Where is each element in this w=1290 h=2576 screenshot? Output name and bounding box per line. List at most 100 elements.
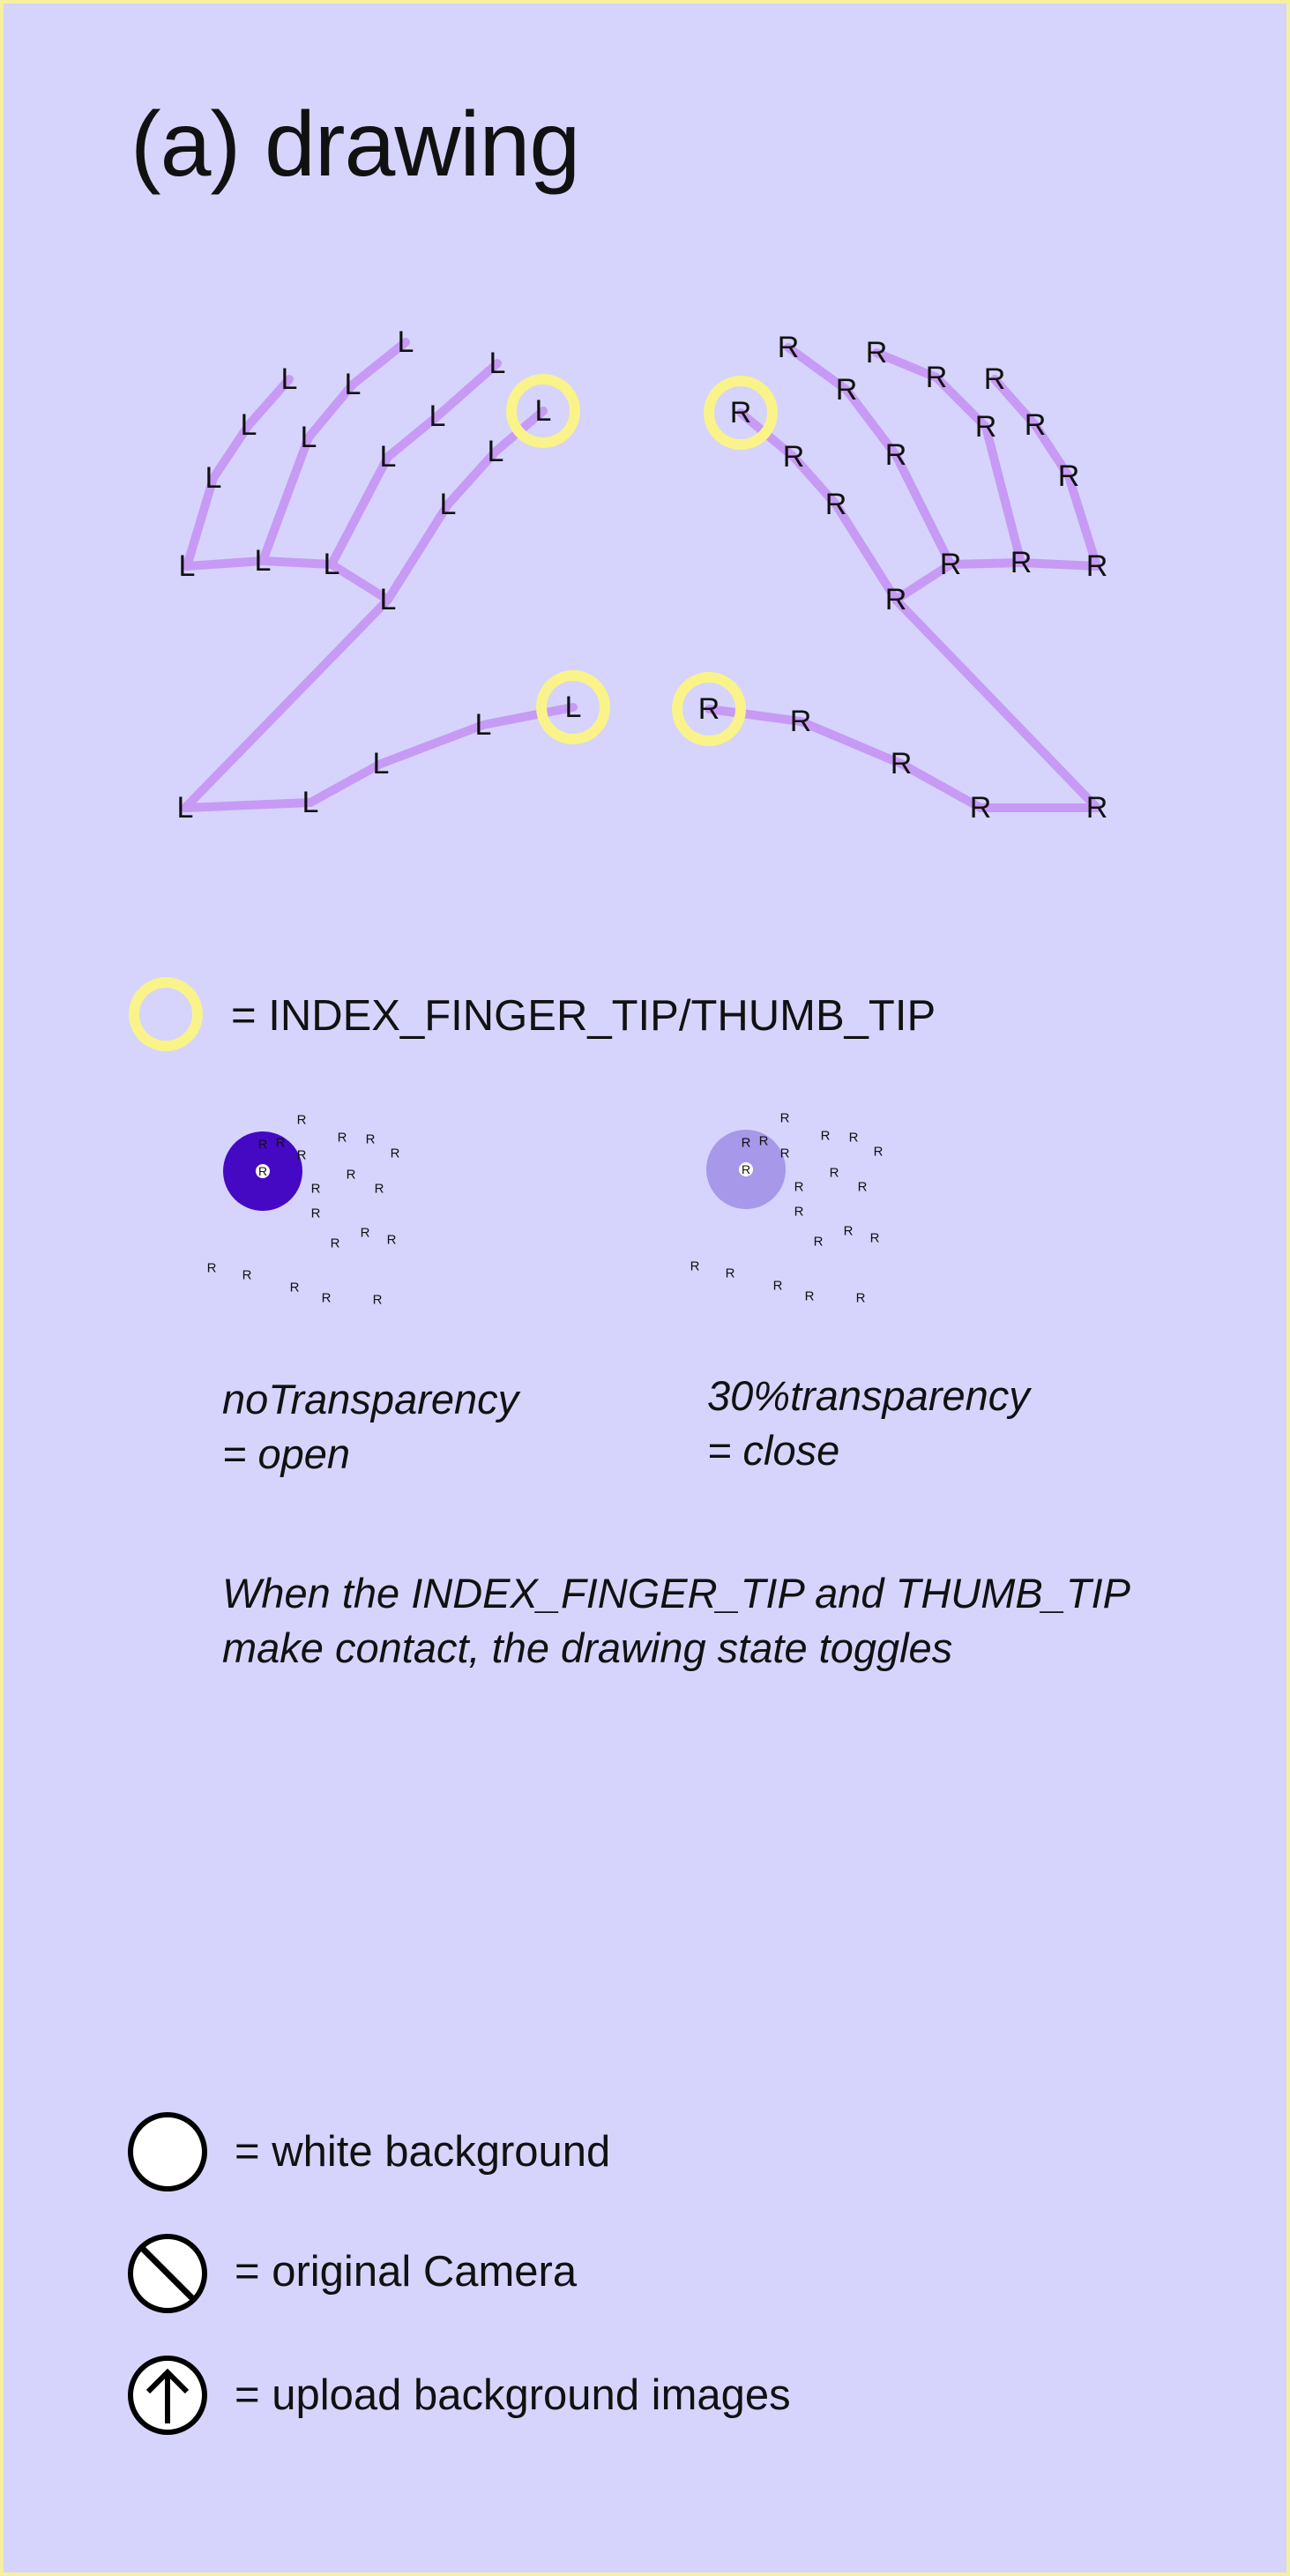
right-hand-landmark-label: R [825,488,847,521]
left-hand-landmark-label: L [179,549,196,583]
close-state-thumbnail-landmark-label: R [773,1279,783,1294]
open-state-thumbnail-landmark-label: R [276,1136,286,1151]
right-hand-bone [1064,472,1101,571]
open-state-thumbnail-landmark-label: R [297,1113,307,1128]
right-hand-bone [1031,421,1073,481]
close-state-caption: 30%transparency = close [707,1369,1030,1478]
left-hand-landmark-label: L [535,394,552,428]
close-state-thumbnail-landmark-label: R [821,1129,831,1144]
open-state-thumbnail-landmark-label: R [242,1268,252,1283]
toggle-description: When the INDEX_FINGER_TIP and THUMB_TIP … [222,1566,1130,1676]
close-state-thumbnail-landmark-label: R [690,1259,700,1274]
white-background-legend-text: = white background [235,2128,611,2176]
right-hand-landmark-label: R [866,336,888,370]
right-hand-bone [784,343,851,394]
left-hand-landmark-label: L [205,461,222,495]
right-hand-bone [990,375,1040,429]
left-hand-landmark-label: L [177,791,194,825]
left-hand-bone [327,560,392,604]
right-hand-landmark-label: R [730,396,752,429]
left-hand-landmark-label: L [429,399,446,433]
left-hand-landmark-label: L [373,747,390,780]
original-camera-legend-text: = original Camera [235,2248,578,2296]
right-hand-landmark-label: R [1086,791,1108,825]
open-state-thumbnail-landmark-label: R [391,1146,400,1161]
left-hand-bone [348,338,410,389]
open-state-thumbnail-landmark-label: R [361,1226,370,1241]
close-state-thumbnail-center-label: R [742,1162,750,1176]
right-hand-landmark-label: R [1010,546,1033,579]
right-hand-bone [842,385,900,459]
close-state-thumbnail-landmark-label: R [726,1266,735,1281]
left-hand-bone [181,595,392,812]
left-hand-bone [479,703,578,729]
left-hand-bone [258,433,313,565]
close-state-thumbnail-landmark-label: R [874,1145,884,1160]
left-hand-landmark-label: L [380,583,397,616]
close-state-thumbnail-landmark-label: R [814,1235,824,1250]
right-hand-landmark-label: R [1058,459,1080,493]
left-hand-bone [384,500,452,604]
right-hand-landmark-label: R [975,410,997,444]
left-hand-landmark-label: L [302,786,319,819]
left-tip-ring [536,670,610,744]
close-state-thumbnail-landmark-label: R [849,1131,859,1146]
close-state-thumbnail-landmark-label: R [830,1166,839,1181]
left-hand-bone [209,421,253,482]
right-hand-bone [897,759,985,812]
right-hand-bone [891,595,1101,812]
open-state-thumbnail-landmark-label: R [290,1281,300,1295]
left-hand-bone [181,798,315,812]
left-hand-bone [306,759,385,807]
left-hand-bone [304,380,357,442]
open-state-thumbnail-landmark-label: R [311,1206,321,1221]
left-hand-landmark-label: L [345,368,362,401]
close-state-thumbnail-landmark-label: R [870,1231,880,1246]
left-hand-landmark-label: L [281,362,298,396]
left-hand-bone [433,359,502,421]
open-state-thumbnail-landmark-label: R [387,1233,397,1248]
open-state-caption: noTransparency = open [222,1372,518,1482]
right-hand-bone [946,558,1025,569]
close-state-thumbnail-center [739,1162,753,1176]
left-hand-landmark-label: L [475,708,492,742]
open-state-line1: noTransparency [222,1376,519,1422]
open-state-thumbnail-center [256,1164,270,1178]
open-state-thumbnail-landmark-label: R [338,1131,347,1146]
right-hand-bone [1017,558,1101,571]
right-hand-landmark-label: R [926,361,948,394]
left-tip-ring [506,374,580,448]
close-state-thumbnail-landmark-label: R [844,1224,854,1239]
right-hand-bone [891,560,955,604]
left-hand-landmark-label: L [241,408,257,442]
left-hand-bone [444,447,500,509]
close-state-thumbnail-landmark-label: R [858,1180,868,1195]
left-hand-bone [327,452,392,569]
close-state-thumbnail-landmark-label: R [780,1146,790,1161]
right-hand-bone [831,500,900,604]
open-state-thumbnail-landmark-label: R [375,1182,384,1197]
right-hand-bone [796,717,906,768]
open-state-thumbnail-landmark-label: R [373,1293,383,1308]
open-state-thumbnail-landmark-label: R [207,1261,217,1276]
right-tip-ring [672,672,746,746]
right-hand-landmark-label: R [970,791,992,825]
no-sign-icon-slash [139,2245,196,2302]
right-hand-landmark-label: R [778,331,800,364]
right-hand-landmark-label: R [790,705,812,738]
left-hand-bone [244,375,294,429]
close-state-thumbnail-landmark-label: R [794,1180,804,1195]
right-hand-landmark-label: R [783,440,805,474]
right-tip-ring [704,376,778,450]
left-hand-bone [384,412,442,461]
right-hand-bone [789,452,840,509]
right-hand-bone [932,373,990,431]
open-state-thumbnail-landmark-label: R [331,1236,340,1251]
right-hand-landmark-label: R [940,548,962,581]
upload-background-legend-text: = upload background images [235,2371,791,2419]
close-state-thumbnail-landmark-label: R [805,1289,815,1304]
open-state-thumbnail-center-label: R [258,1164,267,1178]
close-state-thumbnail-landmark-label: R [742,1136,751,1151]
left-hand-bone [183,556,267,571]
